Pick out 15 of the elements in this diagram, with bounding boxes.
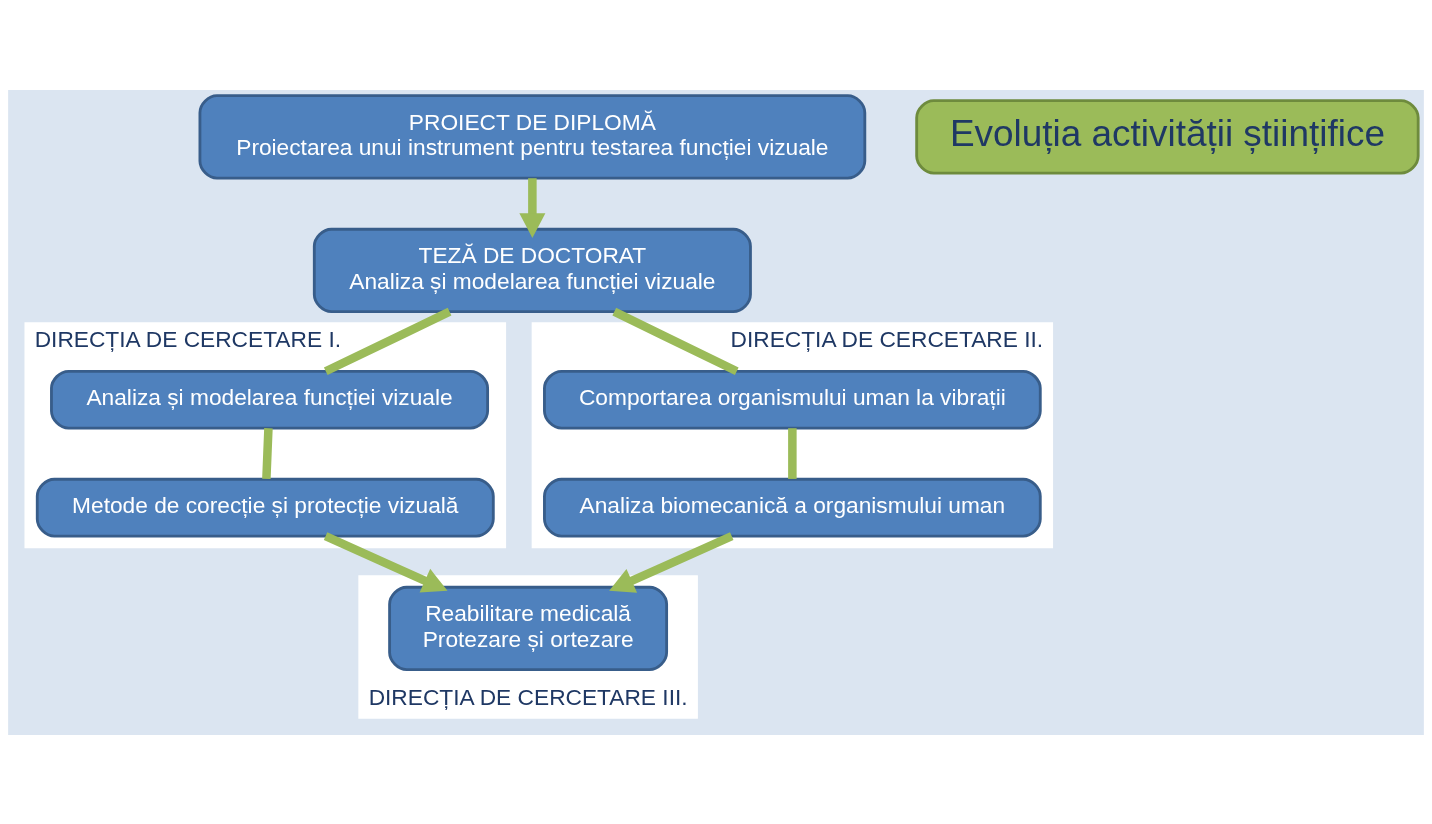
connector (262, 427, 273, 479)
arrow (609, 531, 734, 593)
arrow (323, 531, 448, 593)
connector (323, 307, 452, 375)
node-box: Analiza biomecanică a organismului uman (543, 477, 1042, 537)
node-box: Metode de corecție și protecție vizuală (35, 477, 495, 537)
connector (612, 307, 739, 375)
node-box: Comportarea organismului uman la vibrații (543, 369, 1042, 430)
node-box: Analiza și modelarea funcției vizuale (50, 369, 490, 430)
node-box: PROIECT DE DIPLOMĂ Proiectarea unui instrument pentru testarea funcției vizuale (198, 93, 867, 179)
node-box: Reabilitare medicală Protezare și ortezare (388, 585, 669, 671)
arrow (519, 177, 546, 238)
node-box: Evoluția activității științifice (915, 98, 1420, 175)
connector (788, 427, 797, 479)
node-box: TEZĂ DE DOCTORAT Analiza și modelarea funcției vizuale (312, 227, 752, 313)
